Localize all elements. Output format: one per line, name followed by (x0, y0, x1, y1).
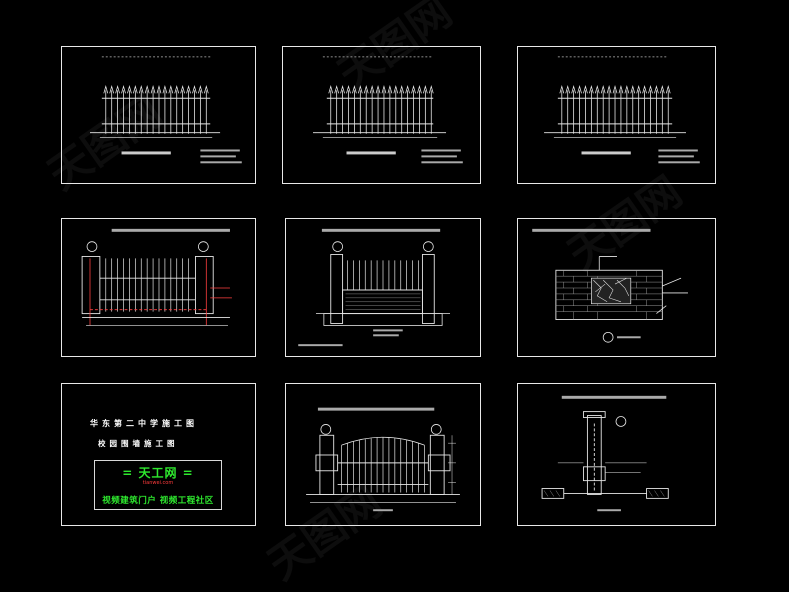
wall-section-drawing (298, 228, 451, 347)
drawing-sheet-6[interactable] (517, 218, 716, 357)
gate-pillar-elevation-drawing (81, 228, 232, 326)
drawing-sheet-1[interactable] (61, 46, 256, 184)
brick-wall-detail-drawing (532, 228, 688, 343)
drawing-sheet-5[interactable] (285, 218, 481, 357)
drawing-sheet-4[interactable] (61, 218, 256, 357)
brand-slogan: 视频建筑门户 视频工程社区 (102, 496, 214, 506)
drawing-sheet-9[interactable] (517, 383, 716, 526)
drawing-subtitle: 校园围墙施工图 (98, 439, 179, 448)
title-sheet[interactable]: 华东第二中学施工图 校园围墙施工图 = 天工网 = tianwei.com 视频… (61, 383, 256, 526)
project-title: 华东第二中学施工图 (90, 419, 198, 428)
fence-elevation-drawing (313, 56, 463, 164)
drawing-sheet-3[interactable] (517, 46, 716, 184)
brand-url: tianwei.com (142, 480, 174, 486)
brand-logo-text: = 天工网 = (122, 466, 194, 480)
drawing-sheet-2[interactable] (282, 46, 481, 184)
brand-box: = 天工网 = tianwei.com 视频建筑门户 视频工程社区 (94, 460, 222, 510)
fence-elevation-drawing (544, 56, 700, 164)
fence-elevation-drawing (90, 56, 242, 164)
pillar-detail-drawing (541, 395, 669, 512)
drawing-sheet-8[interactable] (285, 383, 481, 526)
main-gate-elevation-drawing (306, 407, 460, 512)
